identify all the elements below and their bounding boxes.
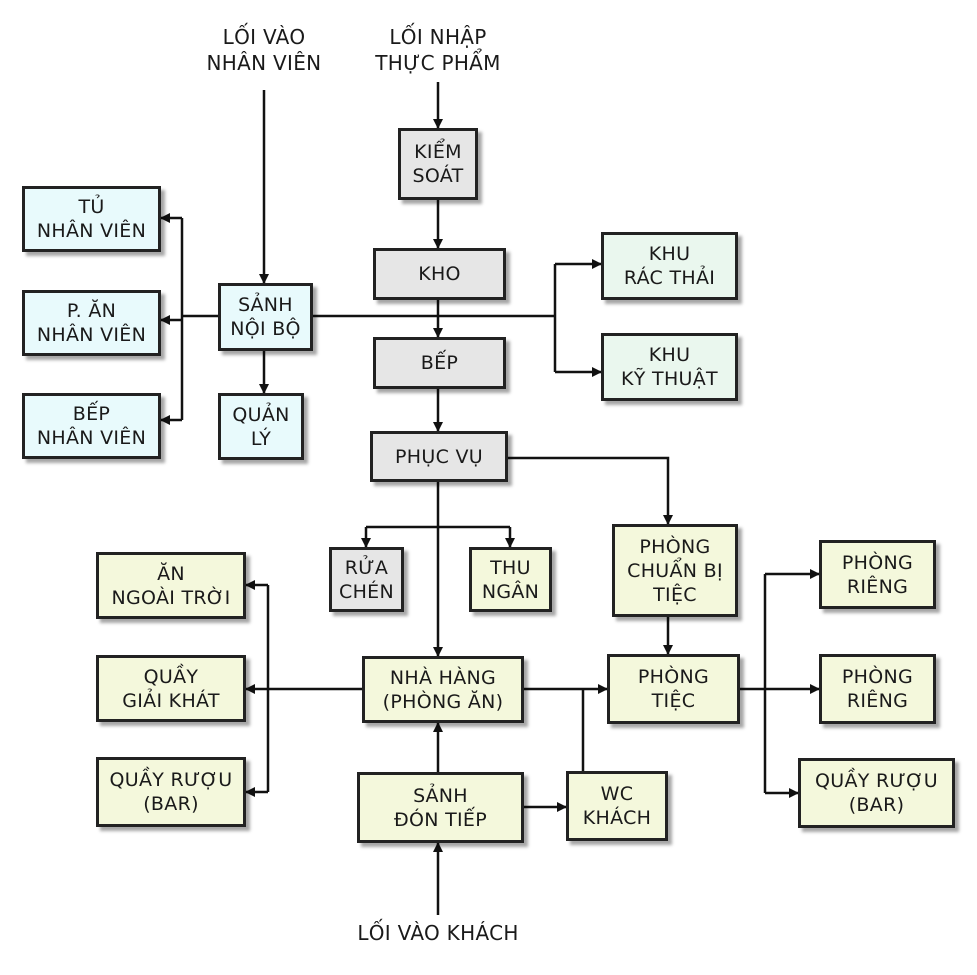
food-entrance-label: LỐI NHẬP THỰC PHẨM [375,25,501,75]
node-phong-tiec: PHÒNG TIỆC [607,654,740,724]
node-kiem-soat: KIỂM SOÁT [398,128,478,200]
arrow-phucvu-chuanbi [508,456,673,525]
node-tu-nhan-vien: TỦ NHÂN VIÊN [22,186,161,252]
node-phuc-vu: PHỤC VỤ [370,431,508,482]
node-khu-rac-thai: KHU RÁC THẢI [601,232,738,300]
node-phong-rieng-1: PHÒNG RIÊNG [819,540,936,609]
node-kho: KHO [373,248,506,300]
node-phong-chuan-bi-tiec: PHÒNG CHUẨN BỊ TIỆC [612,524,738,617]
node-rua-chen: RỬA CHÉN [329,547,404,612]
node-sanh-noi-bo: SẢNH NỘI BỘ [218,283,313,351]
node-quay-giai-khat: QUẦY GIẢI KHÁT [96,655,246,722]
node-phong-rieng-2: PHÒNG RIÊNG [819,654,936,724]
node-quay-ruou-left: QUẦY RƯỢU (BAR) [96,757,246,827]
node-bep: BẾP [373,337,506,389]
node-an-ngoai-troi: ĂN NGOÀI TRỜI [96,552,246,619]
guest-entrance-label: LỐI VÀO KHÁCH [357,921,519,945]
node-wc-khach: WC KHÁCH [566,771,668,841]
node-thu-ngan: THU NGÂN [469,547,552,612]
node-bep-nhan-vien: BẾP NHÂN VIÊN [22,393,161,459]
node-nha-hang: NHÀ HÀNG (PHÒNG ĂN) [362,656,524,723]
staff-entrance-label: LỐI VÀO NHÂN VIÊN [206,25,322,75]
node-sanh-don-tiep: SẢNH ĐÓN TIẾP [357,772,524,843]
node-khu-ky-thuat: KHU KỸ THUẬT [601,333,738,401]
node-p-an-nhan-vien: P. ĂN NHÂN VIÊN [22,290,161,356]
node-quan-ly: QUẢN LÝ [218,393,304,460]
node-quay-ruou-right: QUẦY RƯỢU (BAR) [798,758,955,828]
